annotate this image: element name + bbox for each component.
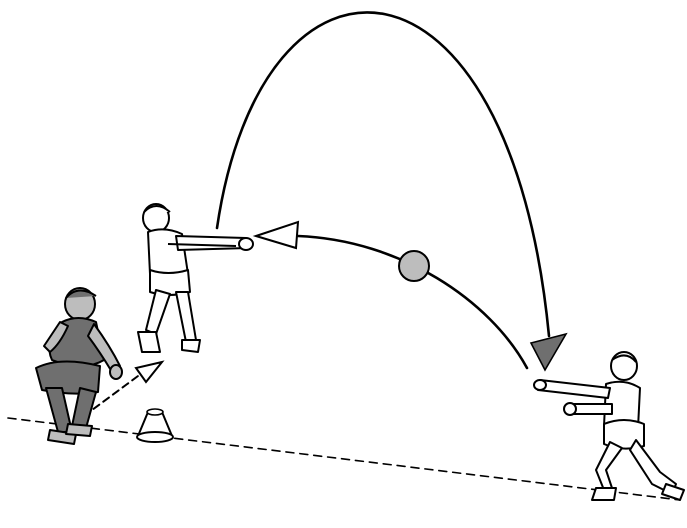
- low-arc-arrowhead: [256, 222, 298, 248]
- crouching-player: [36, 288, 122, 444]
- catching-player: [534, 352, 684, 500]
- ball: [399, 251, 429, 281]
- high-arc-path: [217, 12, 549, 336]
- ground-line: [8, 418, 680, 500]
- cone: [137, 409, 173, 442]
- high-arc-arrowhead: [531, 334, 566, 370]
- throwing-player: [138, 204, 253, 352]
- dashed-run-arrowhead: [136, 362, 162, 382]
